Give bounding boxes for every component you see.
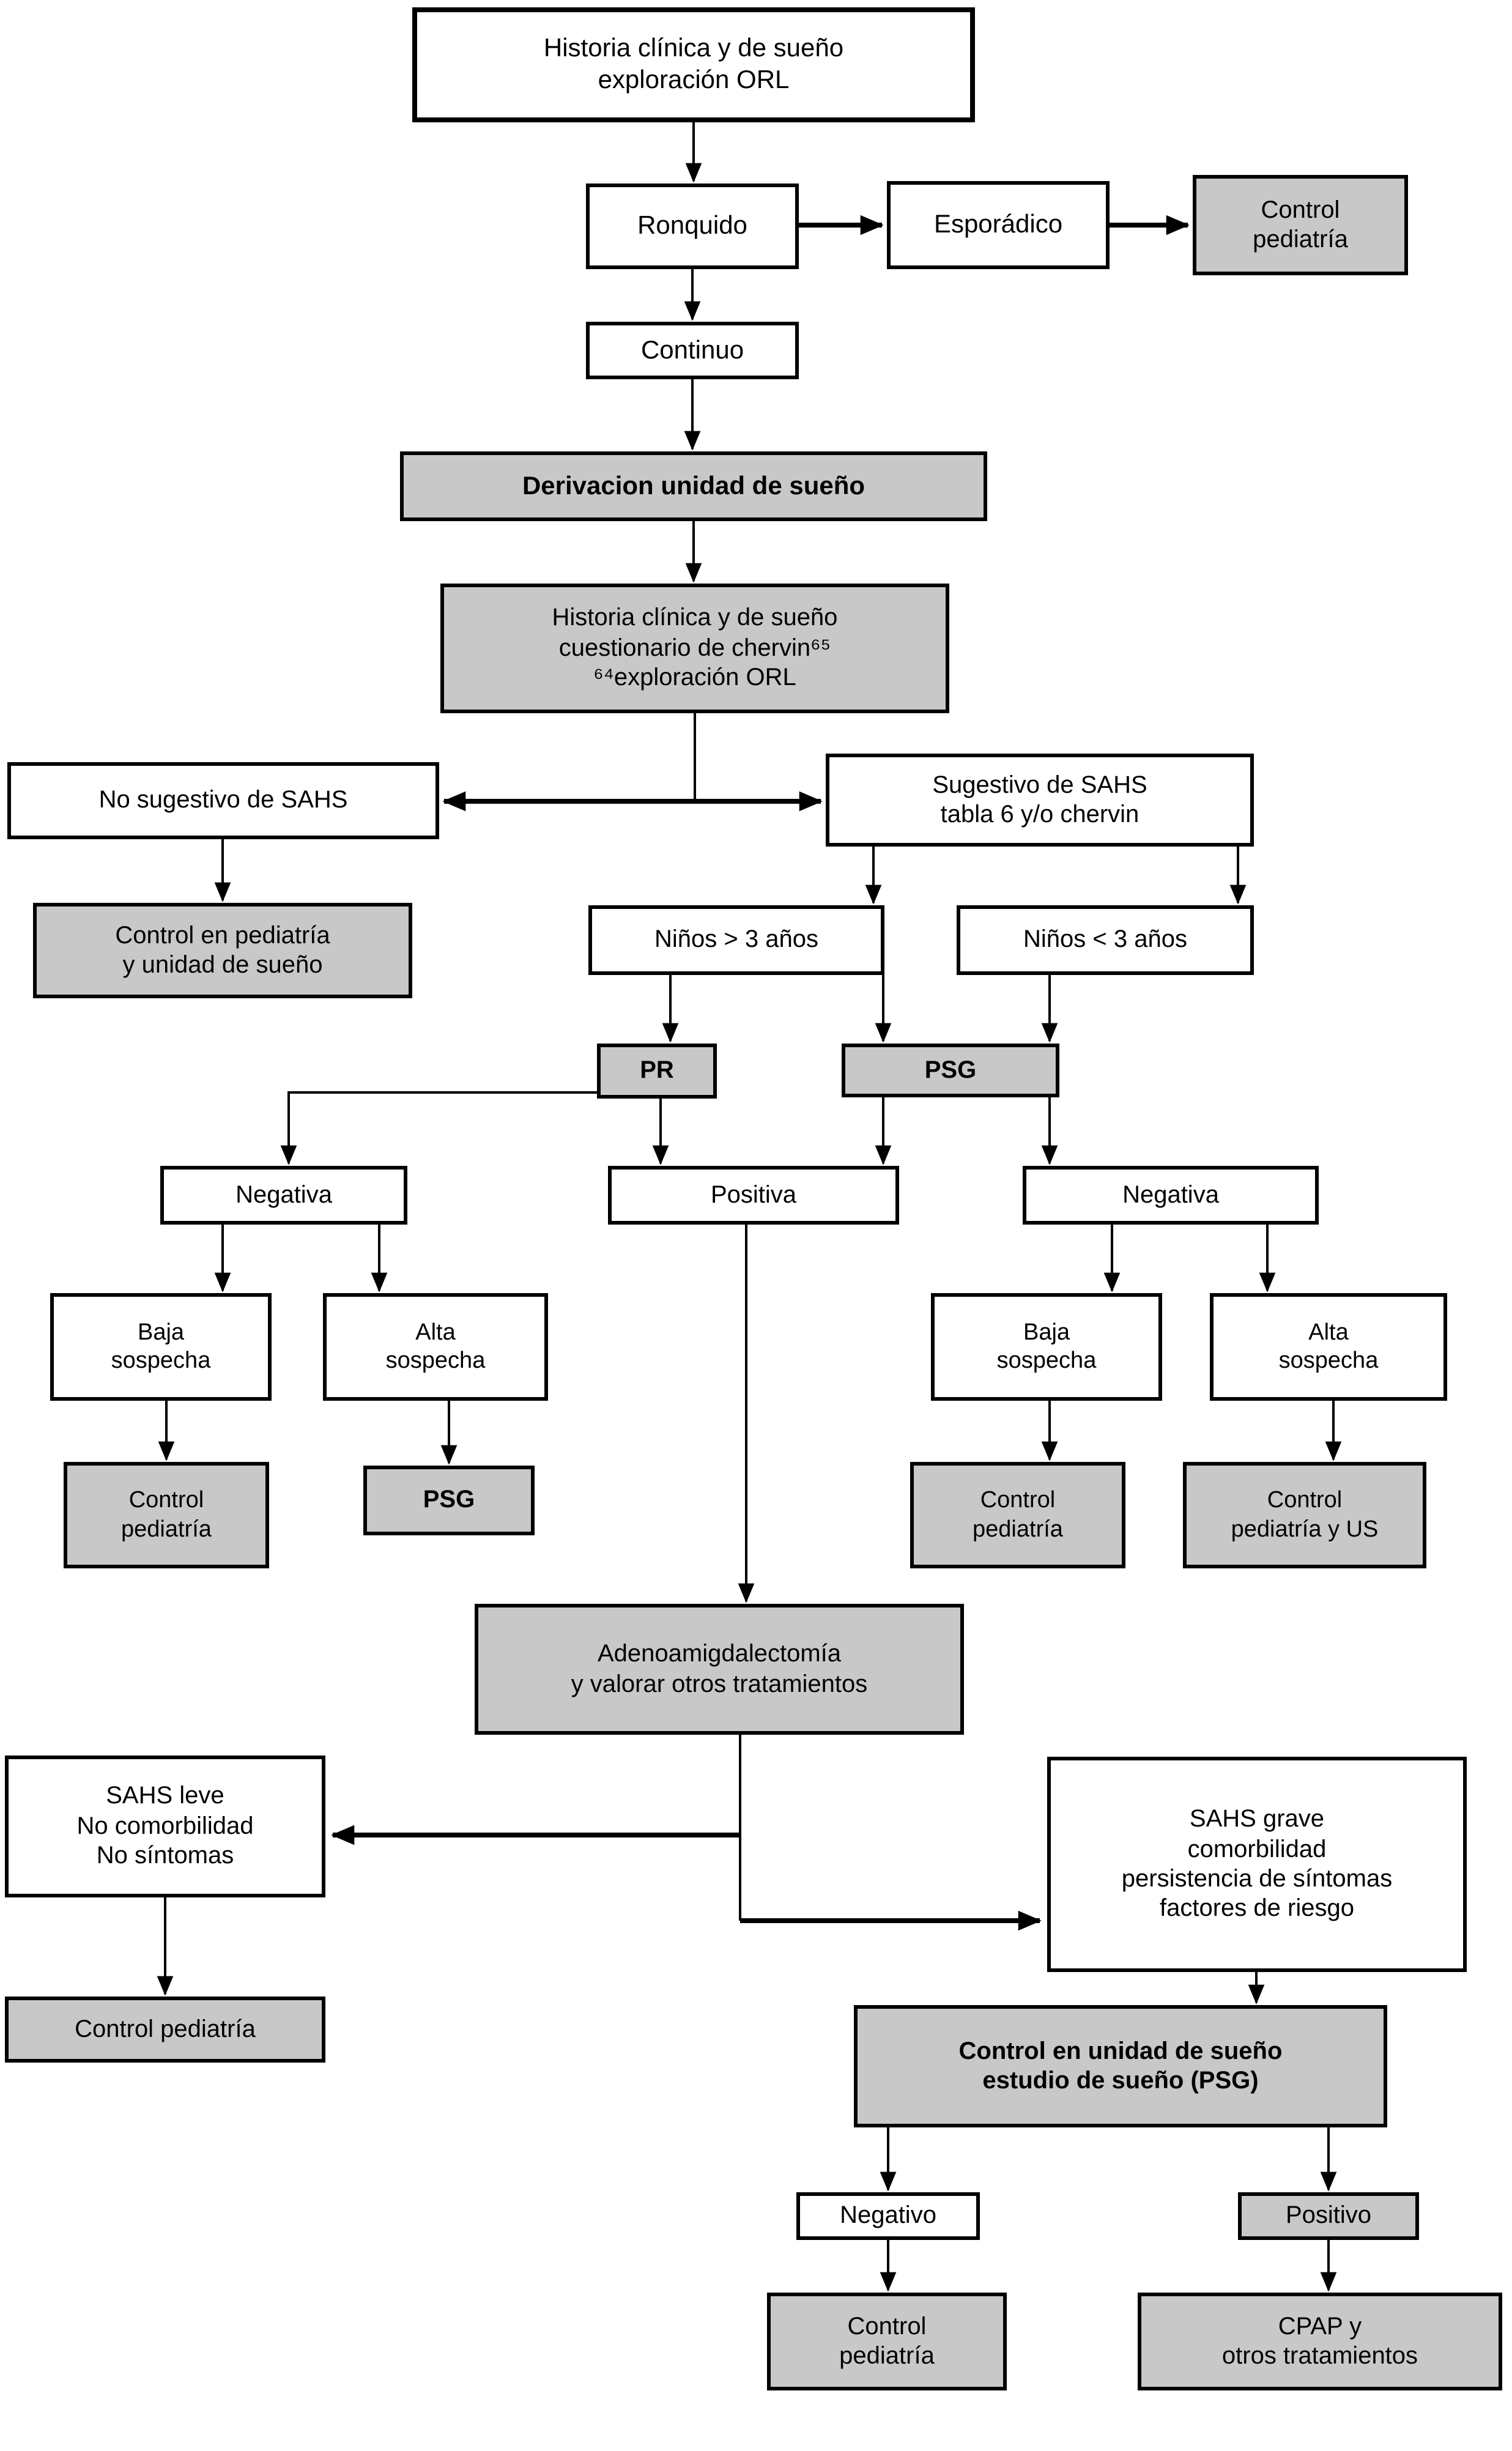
- node-ronquido: Ronquido: [586, 184, 799, 269]
- node-control-pediatria-2-label: Control pediatría: [121, 1488, 212, 1542]
- node-control-pediatria-3: Control pediatría: [910, 1462, 1125, 1568]
- node-control-unidad-sueno-label: Control en unidad de sueño estudio de su…: [958, 2038, 1283, 2094]
- node-baja-sospecha-der: Baja sospecha: [931, 1293, 1162, 1401]
- node-negativa-der-label: Negativa: [1122, 1181, 1219, 1209]
- node-baja-sospecha-der-label: Baja sospecha: [996, 1319, 1097, 1374]
- node-esporadico-label: Esporádico: [933, 210, 1063, 239]
- node-negativa-izq: Negativa: [160, 1166, 407, 1225]
- node-psg-alta: PSG: [363, 1466, 535, 1535]
- node-control-pediatria-us: Control pediatría y US: [1183, 1462, 1426, 1568]
- node-cpap: CPAP y otros tratamientos: [1138, 2293, 1502, 2390]
- node-control-pediatria-us-label: Control pediatría y US: [1231, 1488, 1379, 1542]
- node-sahs-leve-label: SAHS leve No comorbilidad No síntomas: [76, 1782, 254, 1870]
- node-derivacion-unidad-sueno-label: Derivacion unidad de sueño: [522, 472, 865, 500]
- node-alta-sospecha-der-label: Alta sospecha: [1278, 1319, 1379, 1374]
- node-ninos-mayor-3: Niños > 3 años: [588, 905, 884, 975]
- node-control-pediatria-unidad: Control en pediatría y unidad de sueño: [33, 903, 412, 998]
- node-control-pediatria-5: Control pediatría: [767, 2293, 1007, 2390]
- node-ronquido-label: Ronquido: [637, 212, 747, 240]
- node-positivo: Positivo: [1238, 2192, 1419, 2240]
- node-ninos-menor-3: Niños < 3 años: [957, 905, 1254, 975]
- edge-pr-negativa-izq: [280, 1091, 597, 1165]
- node-adenoamigdalectomia-label: Adenoamigdalectomía y valorar otros trat…: [571, 1641, 868, 1697]
- node-control-pediatria-2: Control pediatría: [64, 1462, 269, 1568]
- node-negativa-izq-label: Negativa: [235, 1181, 332, 1209]
- node-cpap-label: CPAP y otros tratamientos: [1221, 2313, 1418, 2370]
- node-pr: PR: [597, 1044, 717, 1099]
- node-control-pediatria-5-label: Control pediatría: [839, 2313, 935, 2370]
- node-psg-ninos-label: PSG: [924, 1056, 977, 1084]
- node-positiva-label: Positiva: [710, 1181, 797, 1209]
- node-alta-sospecha-izq: Alta sospecha: [323, 1293, 548, 1401]
- node-control-pediatria-unidad-label: Control en pediatría y unidad de sueño: [115, 922, 330, 979]
- node-sugestivo: Sugestivo de SAHS tabla 6 y/o chervin: [826, 754, 1254, 847]
- node-continuo-label: Continuo: [640, 336, 744, 365]
- node-sugestivo-label: Sugestivo de SAHS tabla 6 y/o chervin: [932, 771, 1147, 828]
- node-continuo: Continuo: [586, 322, 799, 379]
- node-ninos-mayor-3-label: Niños > 3 años: [654, 926, 818, 954]
- node-alta-sospecha-izq-label: Alta sospecha: [385, 1319, 486, 1374]
- node-baja-sospecha-izq-label: Baja sospecha: [111, 1319, 211, 1374]
- node-historia-cuestionario-label: Historia clínica y de sueño cuestionario…: [552, 604, 838, 692]
- node-pr-label: PR: [640, 1057, 674, 1085]
- node-no-sugestivo-label: No sugestivo de SAHS: [98, 787, 348, 814]
- node-psg-ninos: PSG: [842, 1044, 1059, 1097]
- node-historia-orl: Historia clínica y de sueño exploración …: [412, 7, 975, 122]
- node-negativo-label: Negativo: [840, 2202, 936, 2230]
- node-control-pediatria-1-label: Control pediatría: [1253, 196, 1348, 253]
- node-sahs-grave: SAHS grave comorbilidad persistencia de …: [1047, 1757, 1467, 1972]
- node-no-sugestivo: No sugestivo de SAHS: [7, 762, 439, 839]
- node-control-pediatria-3-label: Control pediatría: [973, 1488, 1063, 1542]
- node-esporadico: Esporádico: [887, 181, 1110, 269]
- node-control-pediatria-4-label: Control pediatría: [75, 2015, 256, 2043]
- node-adenoamigdalectomia: Adenoamigdalectomía y valorar otros trat…: [475, 1604, 964, 1735]
- node-control-pediatria-4: Control pediatría: [5, 1997, 325, 2063]
- node-ninos-menor-3-label: Niños < 3 años: [1023, 926, 1187, 954]
- node-baja-sospecha-izq: Baja sospecha: [50, 1293, 272, 1401]
- node-historia-cuestionario: Historia clínica y de sueño cuestionario…: [440, 584, 949, 713]
- node-negativo: Negativo: [796, 2192, 980, 2240]
- node-control-pediatria-1: Control pediatría: [1193, 175, 1408, 275]
- node-sahs-grave-label: SAHS grave comorbilidad persistencia de …: [1121, 1806, 1393, 1923]
- node-negativa-der: Negativa: [1023, 1166, 1319, 1225]
- node-alta-sospecha-der: Alta sospecha: [1210, 1293, 1447, 1401]
- node-positiva: Positiva: [608, 1166, 899, 1225]
- node-historia-orl-label: Historia clínica y de sueño exploración …: [543, 34, 844, 94]
- node-sahs-leve: SAHS leve No comorbilidad No síntomas: [5, 1756, 325, 1897]
- node-positivo-label: Positivo: [1285, 2202, 1372, 2230]
- node-derivacion-unidad-sueno: Derivacion unidad de sueño: [400, 451, 987, 521]
- node-control-unidad-sueno: Control en unidad de sueño estudio de su…: [854, 2005, 1387, 2127]
- node-psg-alta-label: PSG: [423, 1486, 475, 1514]
